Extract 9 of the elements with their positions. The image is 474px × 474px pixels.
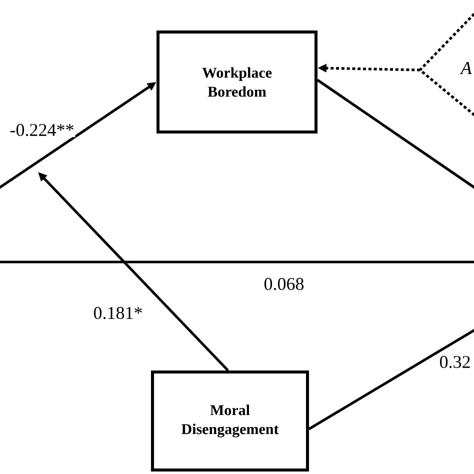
variable-label: A (460, 62, 472, 74)
edge-label: 0.181* (94, 306, 142, 320)
path-label: 0.068 (264, 278, 304, 290)
variable-box: Moral Disengagement (151, 370, 309, 472)
edge-label: 0.32 (440, 356, 470, 368)
path-line (308, 326, 474, 430)
edge-label: -0.224** (10, 124, 74, 136)
variable-box: Workplace Boredom (156, 30, 318, 134)
path-line (316, 78, 474, 192)
